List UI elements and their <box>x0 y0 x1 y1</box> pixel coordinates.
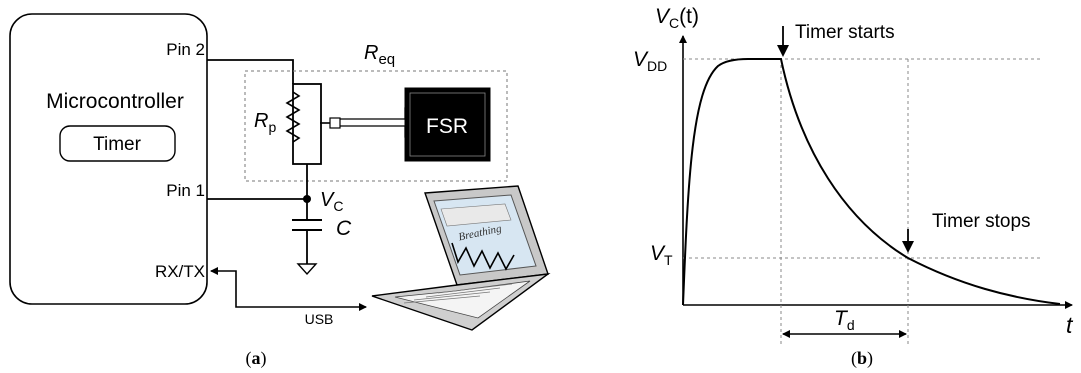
wiper-connector <box>329 117 341 129</box>
pin1-label: Pin 1 <box>166 181 205 200</box>
pin2-wire <box>207 59 294 84</box>
req-label: Req <box>364 42 395 68</box>
timer-label: Timer <box>93 134 142 155</box>
rp-resistor-body <box>292 83 322 165</box>
screen-header <box>440 203 512 227</box>
vdd-label: VDD <box>633 48 667 74</box>
ground-symbol <box>296 263 318 276</box>
caption-a: (a) <box>246 348 267 369</box>
usb-label: USB <box>305 311 334 327</box>
rp-label: Rp <box>254 110 276 135</box>
panel-b: VC(t) t VDD VT Timer starts Timer stops … <box>633 5 1074 369</box>
fsr-lead-bottom <box>340 125 410 138</box>
breathing-waveform <box>451 242 515 271</box>
td-label: Td <box>834 307 855 333</box>
laptop: Breathing <box>371 185 551 331</box>
x-axis-label: t <box>1066 312 1074 338</box>
rp-zigzag <box>285 91 301 143</box>
timer-stops-label: Timer stops <box>932 211 1031 232</box>
timer-stops-arrowhead <box>902 241 914 253</box>
microcontroller-label: Microcontroller <box>46 90 184 113</box>
pin2-label: Pin 2 <box>166 40 205 59</box>
voltage-curve <box>682 58 1061 306</box>
fsr-lead-top <box>340 107 410 120</box>
timer-starts-label: Timer starts <box>795 22 895 43</box>
fsr-block-inner <box>409 92 486 157</box>
laptop-keyboard <box>394 280 531 319</box>
fsr-label: FSR <box>426 115 468 138</box>
caption-b: (b) <box>851 348 873 369</box>
capacitor-label: C <box>336 217 352 240</box>
panel-a: Microcontroller Timer Pin 2 Pin 1 RX/TX … <box>9 13 551 369</box>
usb-cable <box>210 267 367 311</box>
y-axis-label: VC(t) <box>655 5 699 31</box>
timer-box <box>59 125 176 162</box>
keyboard-keys <box>403 283 513 304</box>
fsr-block <box>404 87 491 162</box>
rxtx-label: RX/TX <box>155 262 205 281</box>
vc-label: VC <box>320 189 343 214</box>
vt-label: VT <box>650 242 673 268</box>
timer-starts-arrowhead <box>777 45 789 57</box>
